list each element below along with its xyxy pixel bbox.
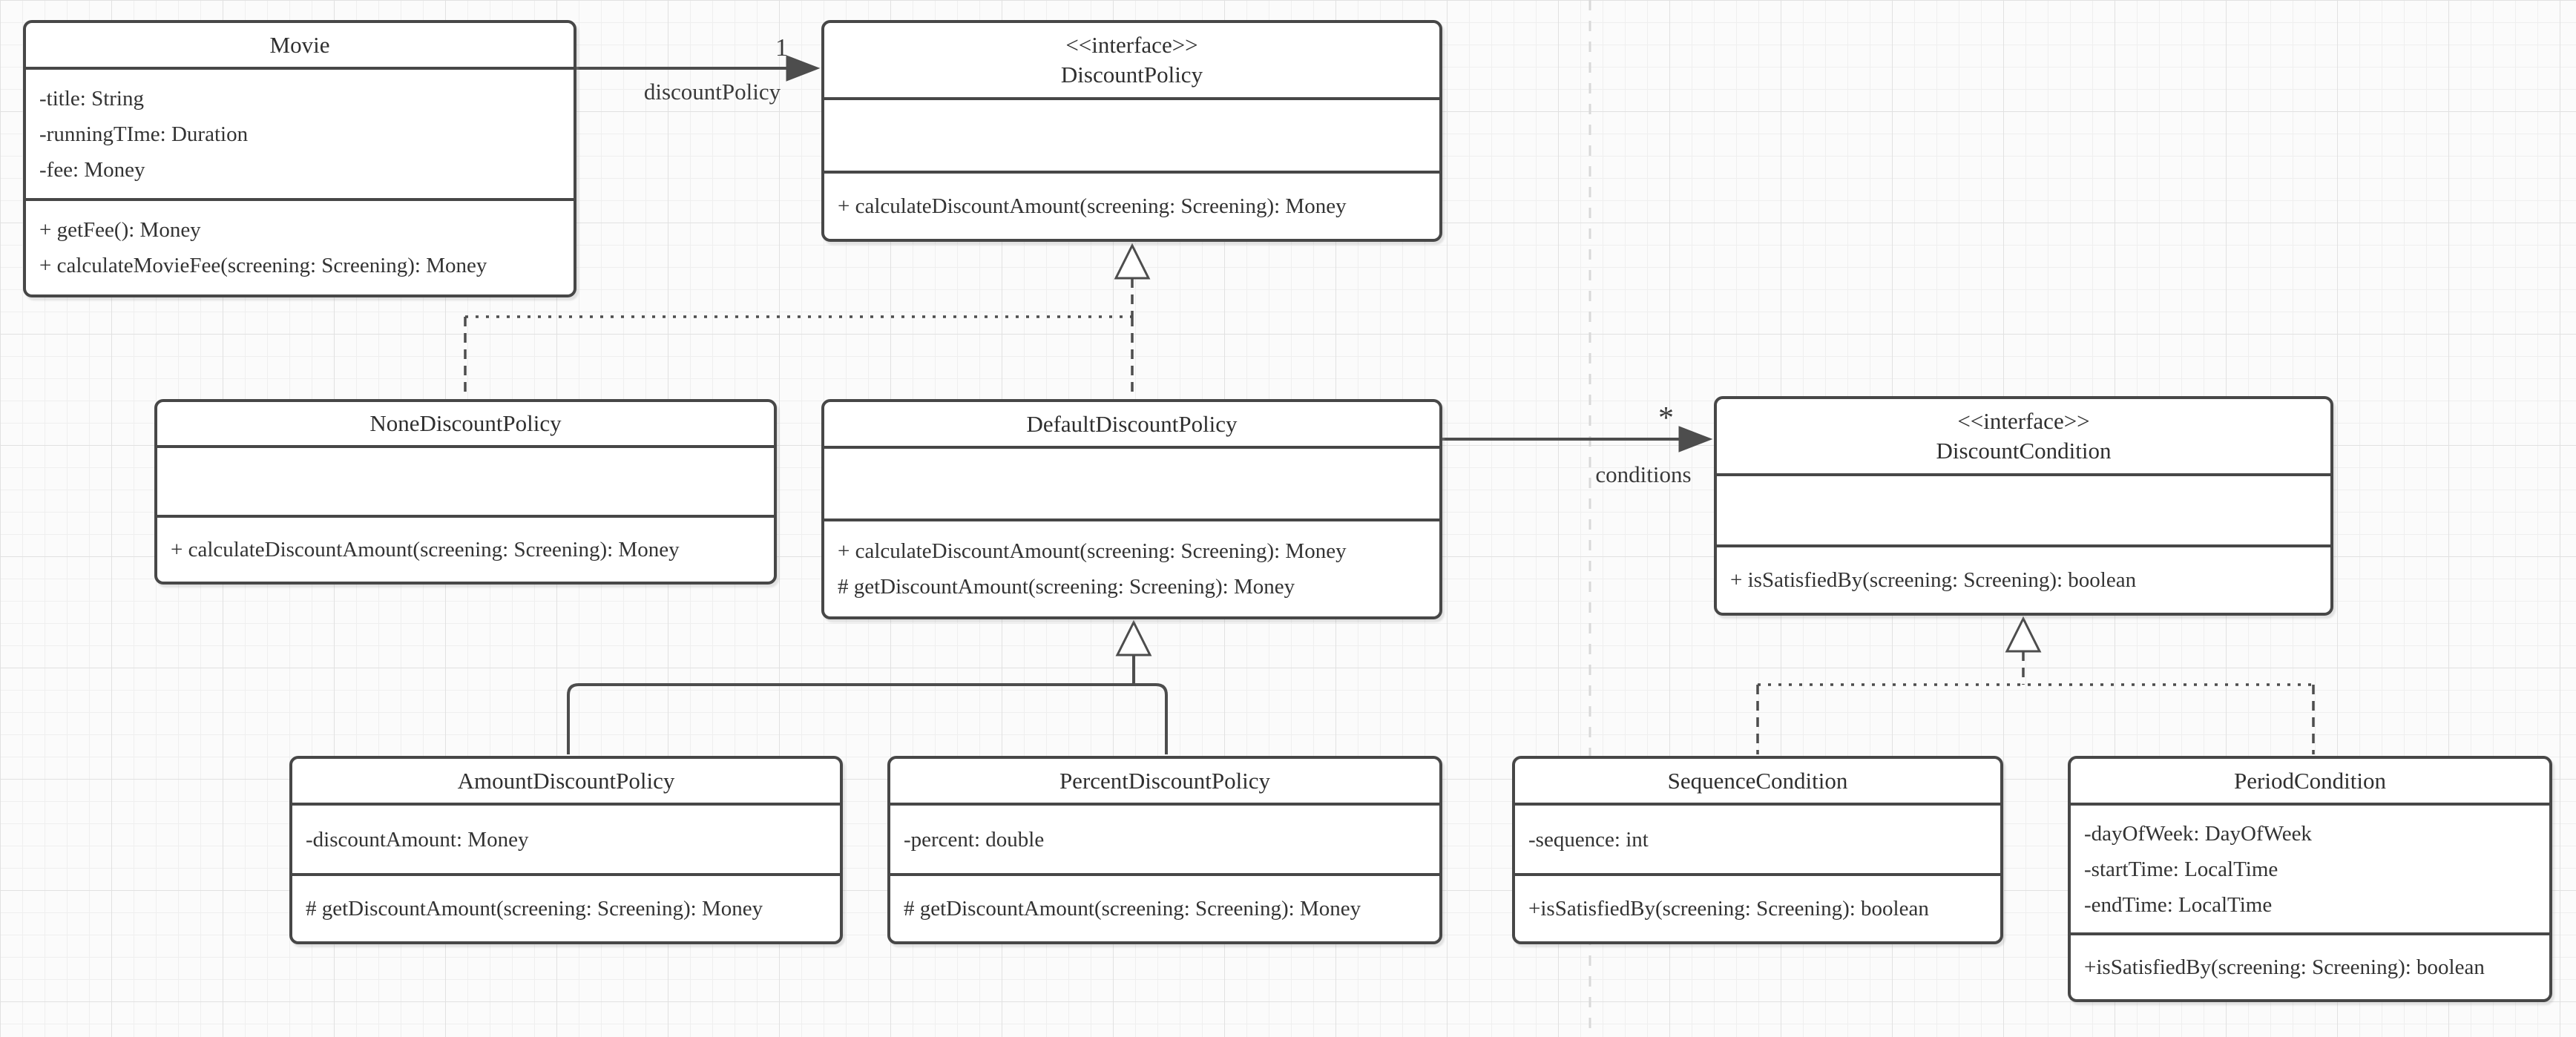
attributes-compartment: -dayOfWeek: DayOfWeek -startTime: LocalT… bbox=[2071, 803, 2549, 932]
class-title: Movie bbox=[26, 23, 574, 67]
attributes-compartment bbox=[1717, 473, 2330, 544]
stereotype-label: <<interface>> bbox=[1065, 32, 1198, 58]
attributes-compartment bbox=[157, 445, 774, 515]
methods-compartment: # getDiscountAmount(screening: Screening… bbox=[292, 873, 840, 941]
attribute: -discountAmount: Money bbox=[306, 827, 529, 852]
class-title: SequenceCondition bbox=[1515, 759, 2000, 803]
class-box-movie[interactable]: Movie -title: String -runningTIme: Durat… bbox=[23, 20, 576, 297]
association-label-discountpolicy[interactable]: discountPolicy bbox=[643, 79, 781, 105]
attributes-compartment: -percent: double bbox=[890, 803, 1439, 873]
methods-compartment: # getDiscountAmount(screening: Screening… bbox=[890, 873, 1439, 941]
methods-compartment: + isSatisfiedBy(screening: Screening): b… bbox=[1717, 544, 2330, 613]
class-box-defaultdiscountpolicy[interactable]: DefaultDiscountPolicy + calculateDiscoun… bbox=[821, 399, 1442, 619]
class-name: Movie bbox=[269, 31, 330, 58]
method: # getDiscountAmount(screening: Screening… bbox=[306, 897, 763, 921]
hollow-triangle-icon bbox=[2005, 616, 2042, 653]
method: + isSatisfiedBy(screening: Screening): b… bbox=[1730, 568, 2137, 592]
attribute: -fee: Money bbox=[39, 157, 145, 182]
class-name: PeriodCondition bbox=[2234, 767, 2386, 794]
methods-compartment: + getFee(): Money + calculateMovieFee(sc… bbox=[26, 198, 574, 294]
class-title: <<interface>> DiscountCondition bbox=[1717, 399, 2330, 473]
class-name: DiscountPolicy bbox=[1060, 62, 1203, 88]
edge-default-discountcondition[interactable] bbox=[1442, 426, 1713, 452]
class-box-percentdiscountpolicy[interactable]: PercentDiscountPolicy -percent: double #… bbox=[887, 756, 1442, 944]
method: + calculateDiscountAmount(screening: Scr… bbox=[838, 539, 1347, 563]
methods-compartment: + calculateDiscountAmount(screening: Scr… bbox=[157, 515, 774, 582]
class-title: AmountDiscountPolicy bbox=[292, 759, 840, 803]
methods-compartment: +isSatisfiedBy(screening: Screening): bo… bbox=[2071, 932, 2549, 999]
class-box-discountpolicy[interactable]: <<interface>> DiscountPolicy + calculate… bbox=[821, 20, 1442, 242]
method: # getDiscountAmount(screening: Screening… bbox=[838, 575, 1295, 599]
method: + calculateDiscountAmount(screening: Scr… bbox=[838, 194, 1347, 218]
method: + getFee(): Money bbox=[39, 218, 201, 242]
class-name: AmountDiscountPolicy bbox=[457, 767, 675, 794]
multiplicity-label-one[interactable]: 1 bbox=[775, 34, 788, 62]
class-title: PeriodCondition bbox=[2071, 759, 2549, 803]
edge-realization-discountpolicy[interactable] bbox=[464, 243, 1151, 398]
class-name: NoneDiscountPolicy bbox=[369, 410, 562, 436]
attributes-compartment: -sequence: int bbox=[1515, 803, 2000, 873]
method: +isSatisfiedBy(screening: Screening): bo… bbox=[1528, 897, 1929, 921]
class-name: PercentDiscountPolicy bbox=[1059, 767, 1271, 794]
class-name: DiscountCondition bbox=[1936, 438, 2112, 464]
multiplicity-label-star[interactable]: * bbox=[1658, 401, 1674, 435]
attributes-compartment: -discountAmount: Money bbox=[292, 803, 840, 873]
edge-generalization-defaultdiscountpolicy[interactable] bbox=[567, 619, 1168, 754]
attribute: -title: String bbox=[39, 86, 144, 111]
method: + calculateMovieFee(screening: Screening… bbox=[39, 254, 487, 277]
stereotype-label: <<interface>> bbox=[1957, 408, 2090, 434]
edge-movie-discountpolicy[interactable] bbox=[576, 55, 821, 82]
hollow-triangle-icon bbox=[1114, 243, 1151, 280]
class-box-sequencecondition[interactable]: SequenceCondition -sequence: int +isSati… bbox=[1512, 756, 2003, 944]
methods-compartment: + calculateDiscountAmount(screening: Scr… bbox=[824, 171, 1439, 239]
attributes-compartment bbox=[824, 97, 1439, 171]
class-title: DefaultDiscountPolicy bbox=[824, 402, 1439, 446]
class-name: DefaultDiscountPolicy bbox=[1026, 410, 1238, 437]
method: +isSatisfiedBy(screening: Screening): bo… bbox=[2084, 955, 2485, 979]
class-title: PercentDiscountPolicy bbox=[890, 759, 1439, 803]
association-label-conditions[interactable]: conditions bbox=[1595, 461, 1692, 487]
class-box-periodcondition[interactable]: PeriodCondition -dayOfWeek: DayOfWeek -s… bbox=[2068, 756, 2552, 1002]
methods-compartment: + calculateDiscountAmount(screening: Scr… bbox=[824, 518, 1439, 616]
class-title: <<interface>> DiscountPolicy bbox=[824, 23, 1439, 97]
attributes-compartment: -title: String -runningTIme: Duration -f… bbox=[26, 67, 574, 198]
filled-arrowhead-icon bbox=[1678, 426, 1713, 452]
attribute: -sequence: int bbox=[1528, 827, 1649, 852]
attributes-compartment bbox=[824, 446, 1439, 518]
class-box-amountdiscountpolicy[interactable]: AmountDiscountPolicy -discountAmount: Mo… bbox=[289, 756, 843, 944]
attribute: -runningTIme: Duration bbox=[39, 122, 249, 146]
class-title: NoneDiscountPolicy bbox=[157, 402, 774, 445]
class-box-discountcondition[interactable]: <<interface>> DiscountCondition + isSati… bbox=[1714, 396, 2333, 616]
filled-arrowhead-icon bbox=[786, 55, 821, 82]
hollow-triangle-icon bbox=[1115, 619, 1152, 656]
attribute: -dayOfWeek: DayOfWeek bbox=[2084, 821, 2312, 846]
class-box-nonediscountpolicy[interactable]: NoneDiscountPolicy + calculateDiscountAm… bbox=[154, 399, 777, 585]
attribute: -startTime: LocalTime bbox=[2084, 857, 2278, 881]
class-name: SequenceCondition bbox=[1667, 767, 1848, 794]
method: + calculateDiscountAmount(screening: Scr… bbox=[171, 538, 680, 562]
attribute: -endTime: LocalTime bbox=[2084, 892, 2273, 917]
attribute: -percent: double bbox=[904, 827, 1045, 852]
methods-compartment: +isSatisfiedBy(screening: Screening): bo… bbox=[1515, 873, 2000, 941]
method: # getDiscountAmount(screening: Screening… bbox=[904, 897, 1361, 921]
edge-realization-discountcondition[interactable] bbox=[1756, 616, 2315, 754]
